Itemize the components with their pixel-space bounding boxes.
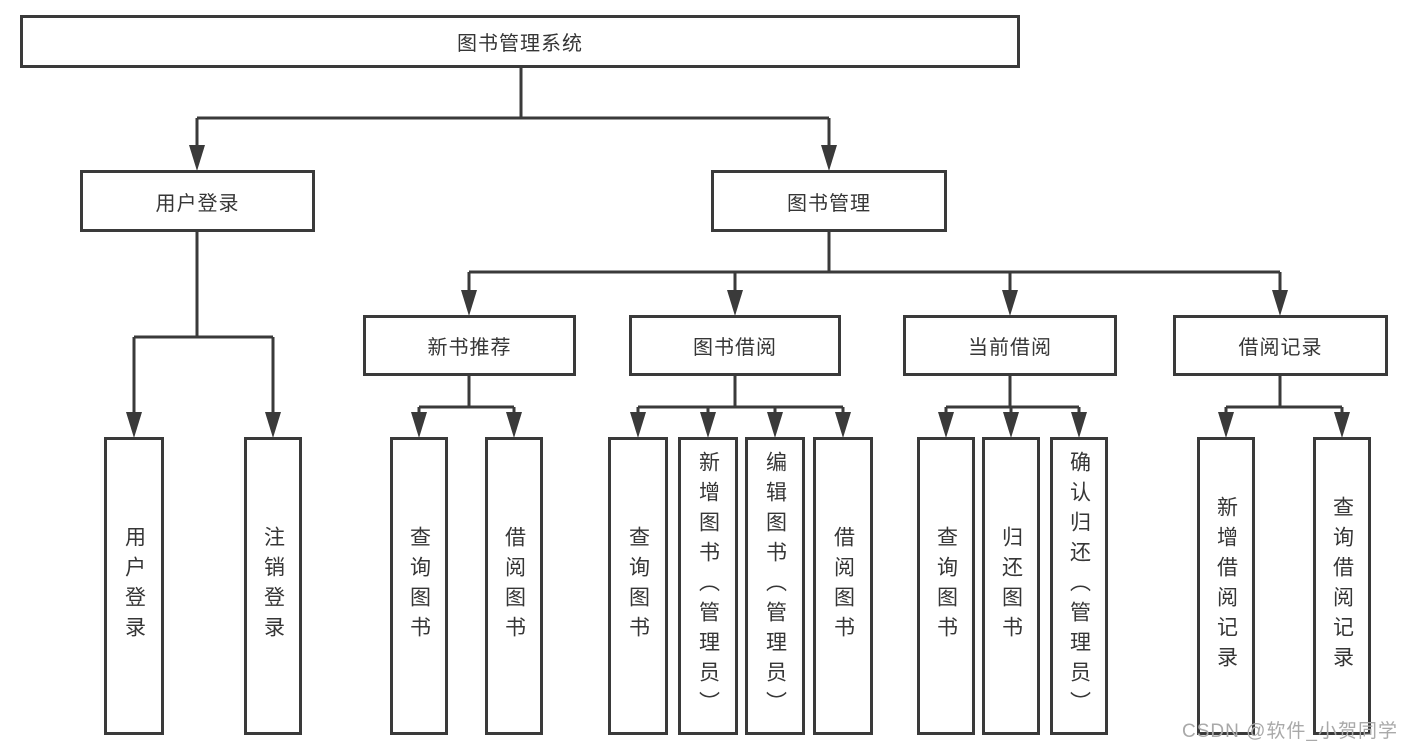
node-leaf-cb-return-books: 归还图书 [982, 437, 1040, 735]
node-current-borrowing: 当前借阅 [903, 315, 1117, 376]
node-book-management: 图书管理 [711, 170, 947, 232]
node-leaf-nb-query-books: 查询图书 [390, 437, 448, 735]
node-leaf-cb-query-books: 查询图书 [917, 437, 975, 735]
node-leaf-bb-borrow-books: 借阅图书 [813, 437, 873, 735]
node-leaf-bb-add-books-admin: 新增图书（管理员） [678, 437, 738, 735]
node-new-book-recommendation: 新书推荐 [363, 315, 576, 376]
node-borrowing-records: 借阅记录 [1173, 315, 1388, 376]
node-library-management-system: 图书管理系统 [20, 15, 1020, 68]
node-leaf-nb-borrow-books: 借阅图书 [485, 437, 543, 735]
node-leaf-br-add-record: 新增借阅记录 [1197, 437, 1255, 735]
node-leaf-bb-edit-books-admin: 编辑图书（管理员） [745, 437, 805, 735]
node-user-login: 用户登录 [80, 170, 315, 232]
node-leaf-br-query-record: 查询借阅记录 [1313, 437, 1371, 735]
node-leaf-logout: 注销登录 [244, 437, 302, 735]
node-leaf-user-login: 用户登录 [104, 437, 164, 735]
node-leaf-bb-query-books: 查询图书 [608, 437, 668, 735]
node-book-borrowing: 图书借阅 [629, 315, 841, 376]
csdn-watermark: CSDN @软件_小贺同学 [1182, 721, 1398, 742]
node-leaf-cb-confirm-return-admin: 确认归还（管理员） [1050, 437, 1108, 735]
